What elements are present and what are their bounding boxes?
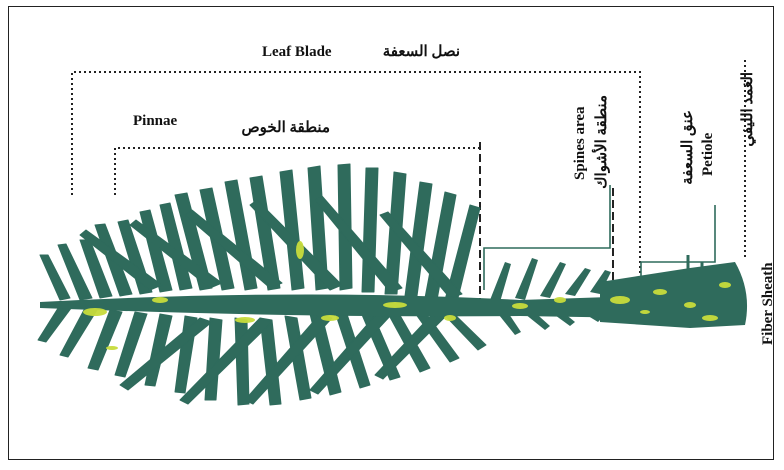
spines-label-ar: منطقة الأشواك — [591, 95, 610, 189]
petiole-label-ar: عنق السعفة — [680, 110, 696, 185]
fiber-sheath-label-en: Fiber Sheath — [760, 262, 776, 345]
petiole-label-en: Petiole — [700, 132, 716, 176]
pinnae-label-en: Pinnae — [133, 113, 178, 129]
leaf-blade-label-ar: نصل السعفة — [383, 44, 460, 60]
pinnae-label-ar: منطقة الخوص — [241, 120, 330, 136]
spines-label-en: Spines area — [572, 106, 588, 180]
leaf-blade-label-en: Leaf Blade — [262, 44, 332, 60]
fiber-sheath-label-ar: الغمد الليفي — [740, 72, 757, 147]
pinnae-leaflets — [38, 164, 486, 405]
spines — [490, 258, 611, 335]
petiole-base — [600, 255, 747, 328]
